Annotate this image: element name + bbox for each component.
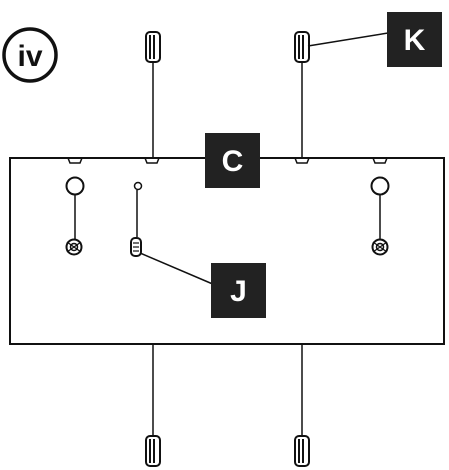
leader-k	[307, 32, 389, 47]
dowel-bottom-right	[294, 344, 310, 467]
callout-k-label: K	[404, 24, 426, 57]
cam-lock-right	[370, 176, 390, 256]
cam-lock-left	[65, 176, 85, 256]
screw-j	[130, 181, 143, 257]
step-indicator: iv	[2, 27, 58, 83]
step-label: iv	[17, 40, 42, 73]
callout-k: K	[387, 12, 442, 67]
dowel-bottom-left	[145, 344, 161, 467]
leader-j	[139, 252, 216, 286]
callout-c: C	[205, 133, 260, 188]
callout-j-label: J	[230, 275, 247, 308]
dowel-top-left	[145, 31, 161, 158]
callout-j: J	[211, 263, 266, 318]
callout-c-label: C	[222, 145, 244, 178]
dowel-top-right	[294, 31, 310, 158]
